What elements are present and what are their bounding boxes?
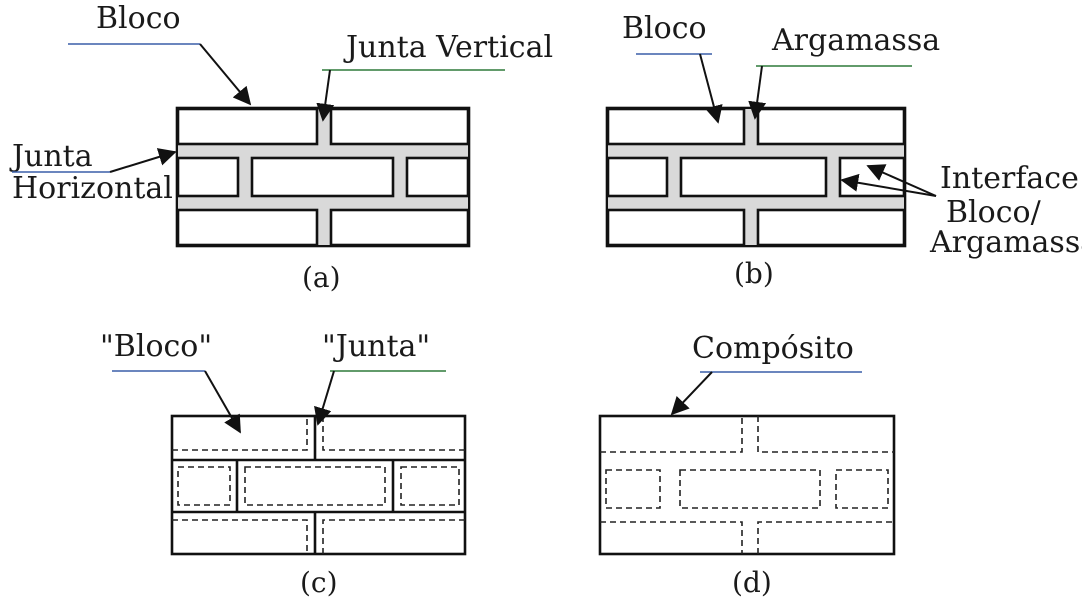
block bbox=[329, 208, 470, 247]
block bbox=[756, 208, 906, 247]
block bbox=[176, 107, 319, 146]
label-junta: "Junta" bbox=[322, 329, 430, 364]
block bbox=[606, 107, 746, 146]
dashed-block bbox=[835, 469, 889, 509]
leader-line bbox=[199, 43, 252, 106]
panel-d-frame bbox=[598, 414, 896, 556]
panel-b: Bloco Argamassa Interface Bloco/ Argamas… bbox=[605, 11, 1082, 290]
mortar-vertical bbox=[744, 210, 758, 245]
leader-line bbox=[699, 53, 723, 124]
block bbox=[405, 156, 470, 198]
caption-d: (d) bbox=[732, 566, 772, 599]
leader-line bbox=[109, 148, 177, 173]
block bbox=[176, 156, 240, 198]
label-argamassa: Argamassa bbox=[771, 23, 940, 58]
label-bloco-argamassa: Bloco/ bbox=[946, 195, 1042, 230]
vertical-joint bbox=[238, 158, 252, 196]
label-bloco-argamassa-2: Argamassa bbox=[929, 225, 1082, 260]
mortar-vertical bbox=[667, 158, 681, 196]
block bbox=[176, 208, 319, 247]
horizontal-joint-bottom bbox=[178, 196, 468, 210]
panel-c: "Bloco" "Junta" (c) bbox=[100, 329, 467, 599]
block bbox=[606, 208, 746, 247]
leader-line bbox=[840, 173, 937, 197]
panel-a: Bloco Junta Vertical Junta Horizontal (a… bbox=[9, 1, 553, 294]
block bbox=[756, 107, 906, 146]
dashed-block bbox=[679, 469, 821, 509]
label-horizontal: Horizontal bbox=[12, 171, 173, 206]
panel-c-frame bbox=[170, 414, 467, 556]
mortar-vertical bbox=[826, 158, 840, 196]
block bbox=[250, 156, 395, 198]
mortar-horizontal bbox=[608, 144, 904, 158]
leader-line bbox=[314, 370, 335, 426]
block bbox=[329, 107, 470, 146]
block bbox=[606, 156, 669, 198]
mortar-horizontal bbox=[608, 196, 904, 210]
dashed-block bbox=[322, 416, 465, 451]
leader-line bbox=[866, 164, 937, 197]
caption-c: (c) bbox=[300, 566, 338, 599]
label-bloco: Bloco bbox=[622, 11, 707, 46]
label-bloco: "Bloco" bbox=[100, 329, 212, 364]
dashed-block bbox=[322, 519, 465, 554]
label-junta: Junta bbox=[9, 139, 93, 174]
leader-line bbox=[748, 65, 767, 120]
leader-line bbox=[204, 370, 241, 434]
dashed-block bbox=[600, 521, 743, 554]
label-junta-vertical: Junta Vertical bbox=[343, 30, 553, 65]
dashed-block bbox=[244, 466, 386, 506]
caption-a: (a) bbox=[302, 261, 341, 294]
vertical-joint bbox=[317, 210, 331, 245]
label-composito: Compósito bbox=[692, 331, 854, 366]
dashed-block bbox=[600, 416, 743, 453]
dashed-block bbox=[757, 521, 894, 554]
dashed-block bbox=[757, 416, 894, 453]
leader-line bbox=[670, 371, 713, 416]
dashed-block bbox=[172, 416, 308, 451]
label-bloco: Bloco bbox=[96, 1, 181, 36]
dashed-block bbox=[605, 469, 661, 509]
horizontal-joint-top bbox=[178, 144, 468, 158]
dashed-block bbox=[177, 466, 231, 506]
leader-line bbox=[316, 69, 335, 122]
vertical-joint bbox=[393, 158, 407, 196]
dashed-block bbox=[172, 519, 308, 554]
panel-d: Compósito (d) bbox=[598, 331, 896, 599]
dashed-block bbox=[400, 466, 460, 506]
block bbox=[679, 156, 828, 198]
caption-b: (b) bbox=[734, 257, 774, 290]
label-interface: Interface bbox=[940, 161, 1079, 196]
